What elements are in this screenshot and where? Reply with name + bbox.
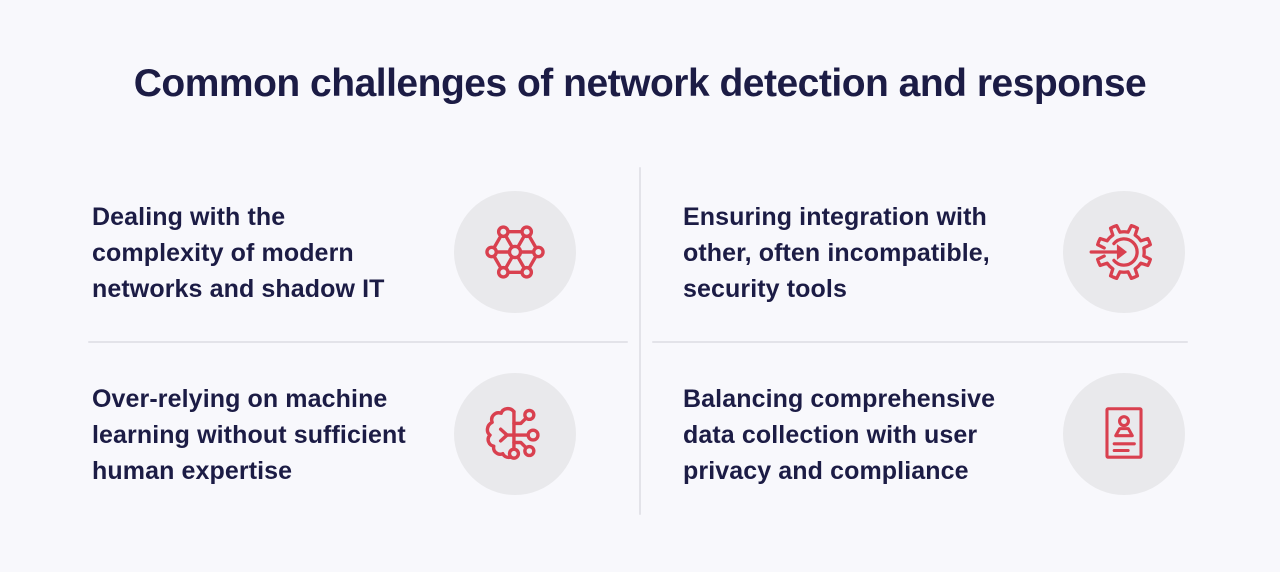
divider-vertical xyxy=(639,167,641,515)
page-title: Common challenges of network detection a… xyxy=(133,62,1147,105)
machine-learning-brain-circuit-icon xyxy=(481,400,549,468)
challenge-integration-text: Ensuring integration with other, often i… xyxy=(683,203,990,303)
challenge-machine-learning-icon-circle xyxy=(454,373,576,495)
challenge-privacy-icon-circle xyxy=(1063,373,1185,495)
challenge-complexity-text: Dealing with the complexity of modern ne… xyxy=(92,203,385,303)
privacy-compliance-document-icon xyxy=(1091,401,1157,467)
challenge-integration-icon-circle xyxy=(1063,191,1185,313)
challenge-complexity-icon-circle xyxy=(454,191,576,313)
divider-horizontal-left xyxy=(88,341,628,343)
network-mesh-icon xyxy=(481,218,549,286)
challenge-privacy-text: Balancing comprehensive data collection … xyxy=(683,385,996,485)
integration-gear-arrow-icon xyxy=(1089,217,1159,287)
divider-horizontal-right xyxy=(652,341,1188,343)
challenge-machine-learning-text: Over-relying on machine learning without… xyxy=(92,385,406,485)
